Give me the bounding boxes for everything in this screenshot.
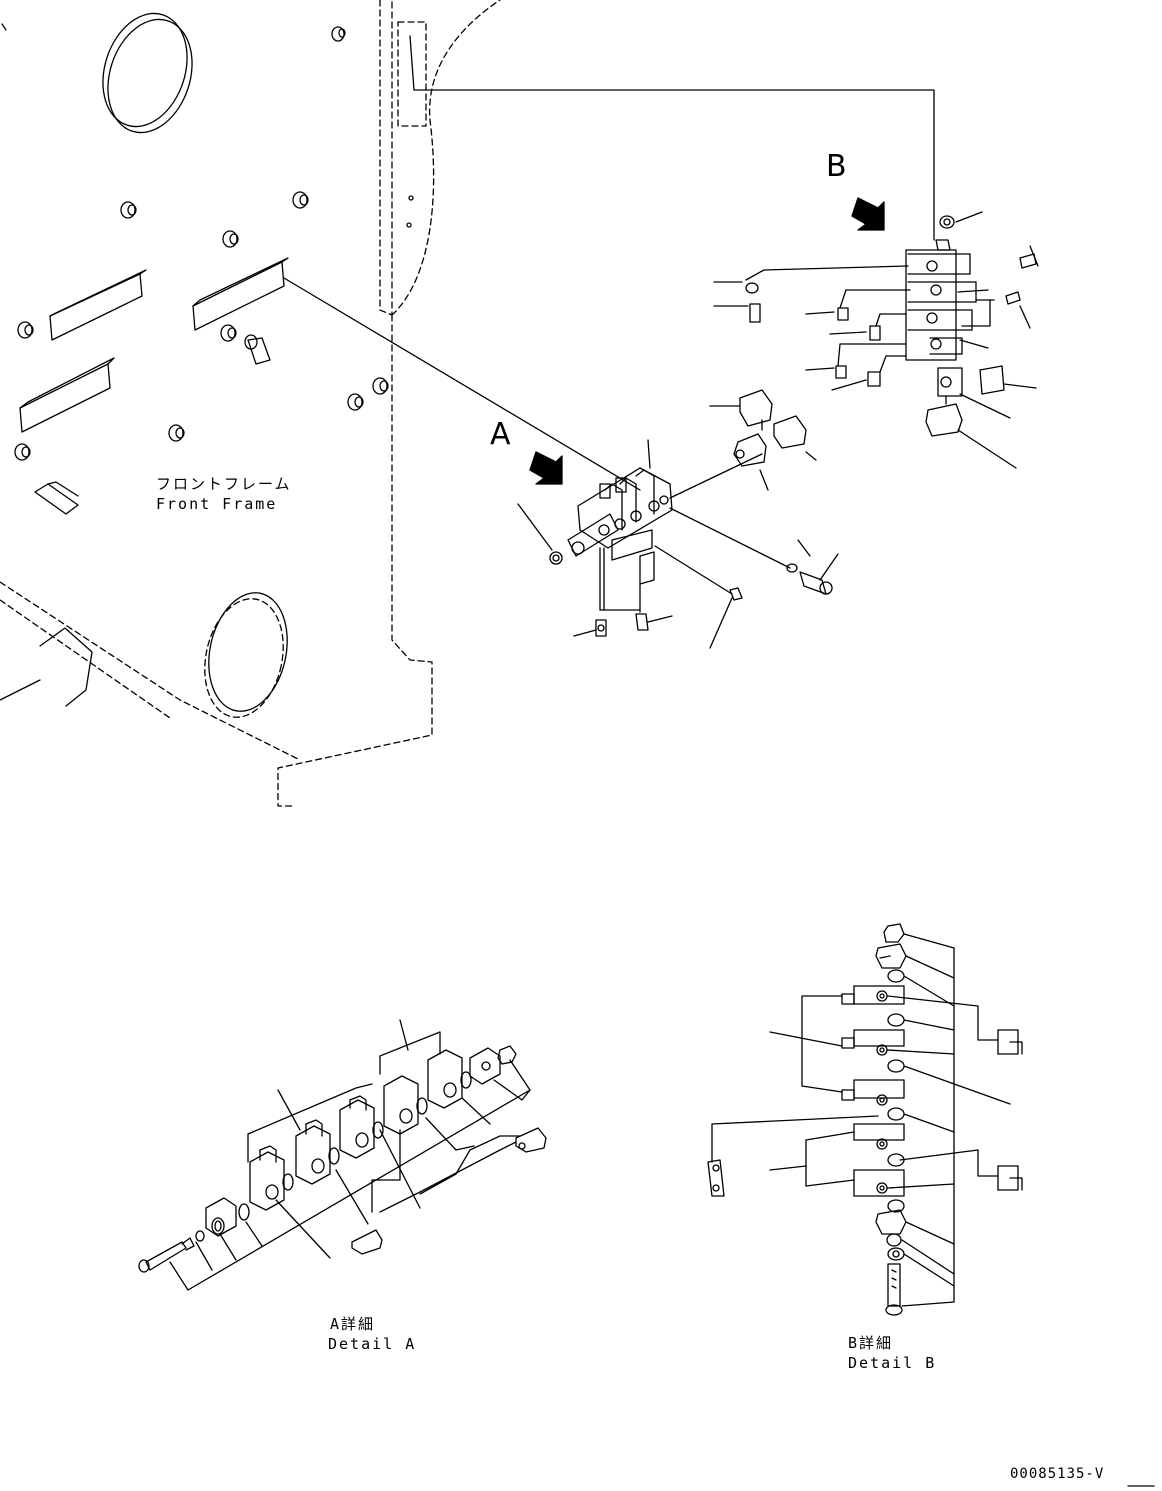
valve-assembly-b <box>714 212 1038 468</box>
front-frame <box>0 0 500 806</box>
frame-label-en: Front Frame <box>156 495 278 513</box>
detail-a-label-en: Detail A <box>328 1335 417 1353</box>
view-marker-b: B <box>826 149 847 184</box>
valve-assembly-a <box>518 390 838 648</box>
corner-mark <box>2 24 6 30</box>
frame-label-jp: フロントフレーム <box>156 475 292 493</box>
detail-b-label-en: Detail B <box>848 1354 937 1372</box>
detail-b-exploded <box>708 924 1022 1315</box>
view-marker-a: A <box>490 417 511 452</box>
frame-plates <box>0 258 288 706</box>
drawing-number: 00085135-V <box>1010 1466 1105 1482</box>
detail-a-exploded <box>139 1020 546 1290</box>
view-a-arrow <box>530 452 562 484</box>
frame-bosses <box>15 27 413 460</box>
detail-b-label-jp: B詳細 <box>848 1334 894 1352</box>
reference-lines <box>284 36 934 594</box>
view-b-arrow <box>852 198 884 230</box>
detail-a-label-jp: A詳細 <box>330 1315 376 1333</box>
